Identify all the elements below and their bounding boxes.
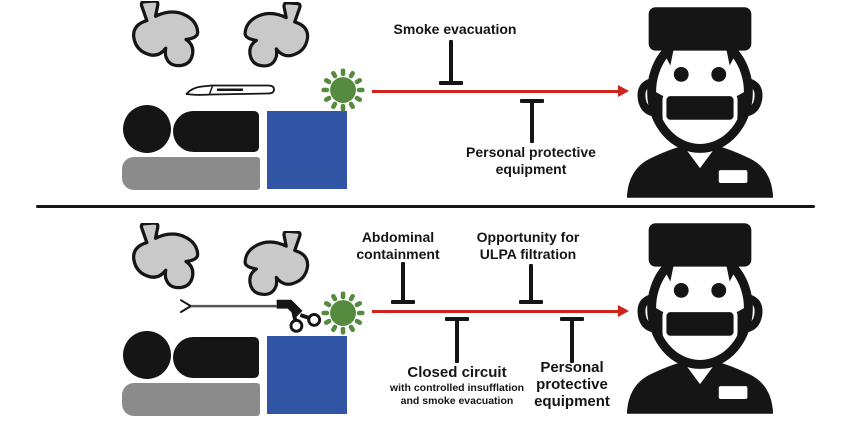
virus-particle-icon bbox=[321, 68, 365, 112]
label-line: ULPA filtration bbox=[479, 245, 577, 262]
ppe-label: Personal protective equipment bbox=[466, 144, 596, 178]
surgeon-mask-icon bbox=[626, 7, 774, 198]
patient-head bbox=[123, 105, 171, 153]
laparoscopic-grasper-icon bbox=[179, 299, 322, 333]
virus-particle-icon bbox=[321, 291, 365, 335]
label-line: Personal bbox=[540, 359, 604, 376]
organ-icon-right bbox=[243, 2, 310, 68]
label-line: and smoke evacuation bbox=[400, 394, 514, 407]
label-line: with controlled insufflation bbox=[389, 381, 525, 394]
closed-circuit-label: Closed circuit with controlled insufflat… bbox=[389, 364, 525, 407]
patient-torso bbox=[173, 111, 259, 152]
abdominal-tbar-cap bbox=[391, 300, 415, 304]
ppe-tbar-stem bbox=[570, 317, 574, 363]
abdominal-tbar-stem bbox=[401, 262, 405, 303]
patient-head bbox=[123, 331, 171, 379]
ulpa-tbar-cap bbox=[519, 300, 543, 304]
panel-divider bbox=[36, 205, 815, 208]
scalpel-icon bbox=[185, 84, 275, 96]
transmission-arrow bbox=[372, 305, 629, 317]
abdominal-containment-label: Abdominal containment bbox=[356, 229, 439, 263]
ppe-label: Personal protective equipment bbox=[534, 359, 610, 411]
arrowhead bbox=[618, 85, 629, 97]
closed-circuit-tbar-stem bbox=[455, 317, 459, 363]
transmission-arrow bbox=[372, 85, 629, 97]
label-line: equipment bbox=[534, 392, 610, 410]
organ-icon-right bbox=[243, 231, 310, 297]
surgeon-mask-icon bbox=[626, 223, 774, 414]
organ-icon-left bbox=[132, 1, 200, 68]
smoke-evacuation-tbar-cap bbox=[439, 81, 463, 85]
organ-icon-left bbox=[132, 223, 200, 290]
label-line: protective bbox=[536, 375, 608, 393]
label-line: equipment bbox=[495, 160, 567, 177]
label-line: containment bbox=[356, 245, 440, 262]
ppe-tbar-stem bbox=[530, 99, 534, 143]
label-line: Abdominal bbox=[361, 229, 435, 245]
ulpa-tbar-stem bbox=[529, 264, 533, 303]
ulpa-filtration-label: Opportunity for ULPA filtration bbox=[477, 229, 580, 263]
smoke-evacuation-tbar-stem bbox=[449, 40, 453, 84]
label-line: Opportunity for bbox=[476, 229, 580, 245]
patient-legs-table bbox=[122, 157, 260, 190]
patient-torso bbox=[173, 337, 259, 378]
label-line: Smoke evacuation bbox=[393, 21, 517, 37]
surgical-drape-block bbox=[267, 111, 347, 189]
patient-legs-table bbox=[122, 383, 260, 416]
label-line: Closed circuit bbox=[407, 364, 507, 381]
arrowhead bbox=[618, 305, 629, 317]
surgical-drape-block bbox=[267, 336, 347, 414]
smoke-evacuation-label: Smoke evacuation bbox=[394, 21, 517, 38]
label-line: Personal protective bbox=[466, 144, 596, 160]
